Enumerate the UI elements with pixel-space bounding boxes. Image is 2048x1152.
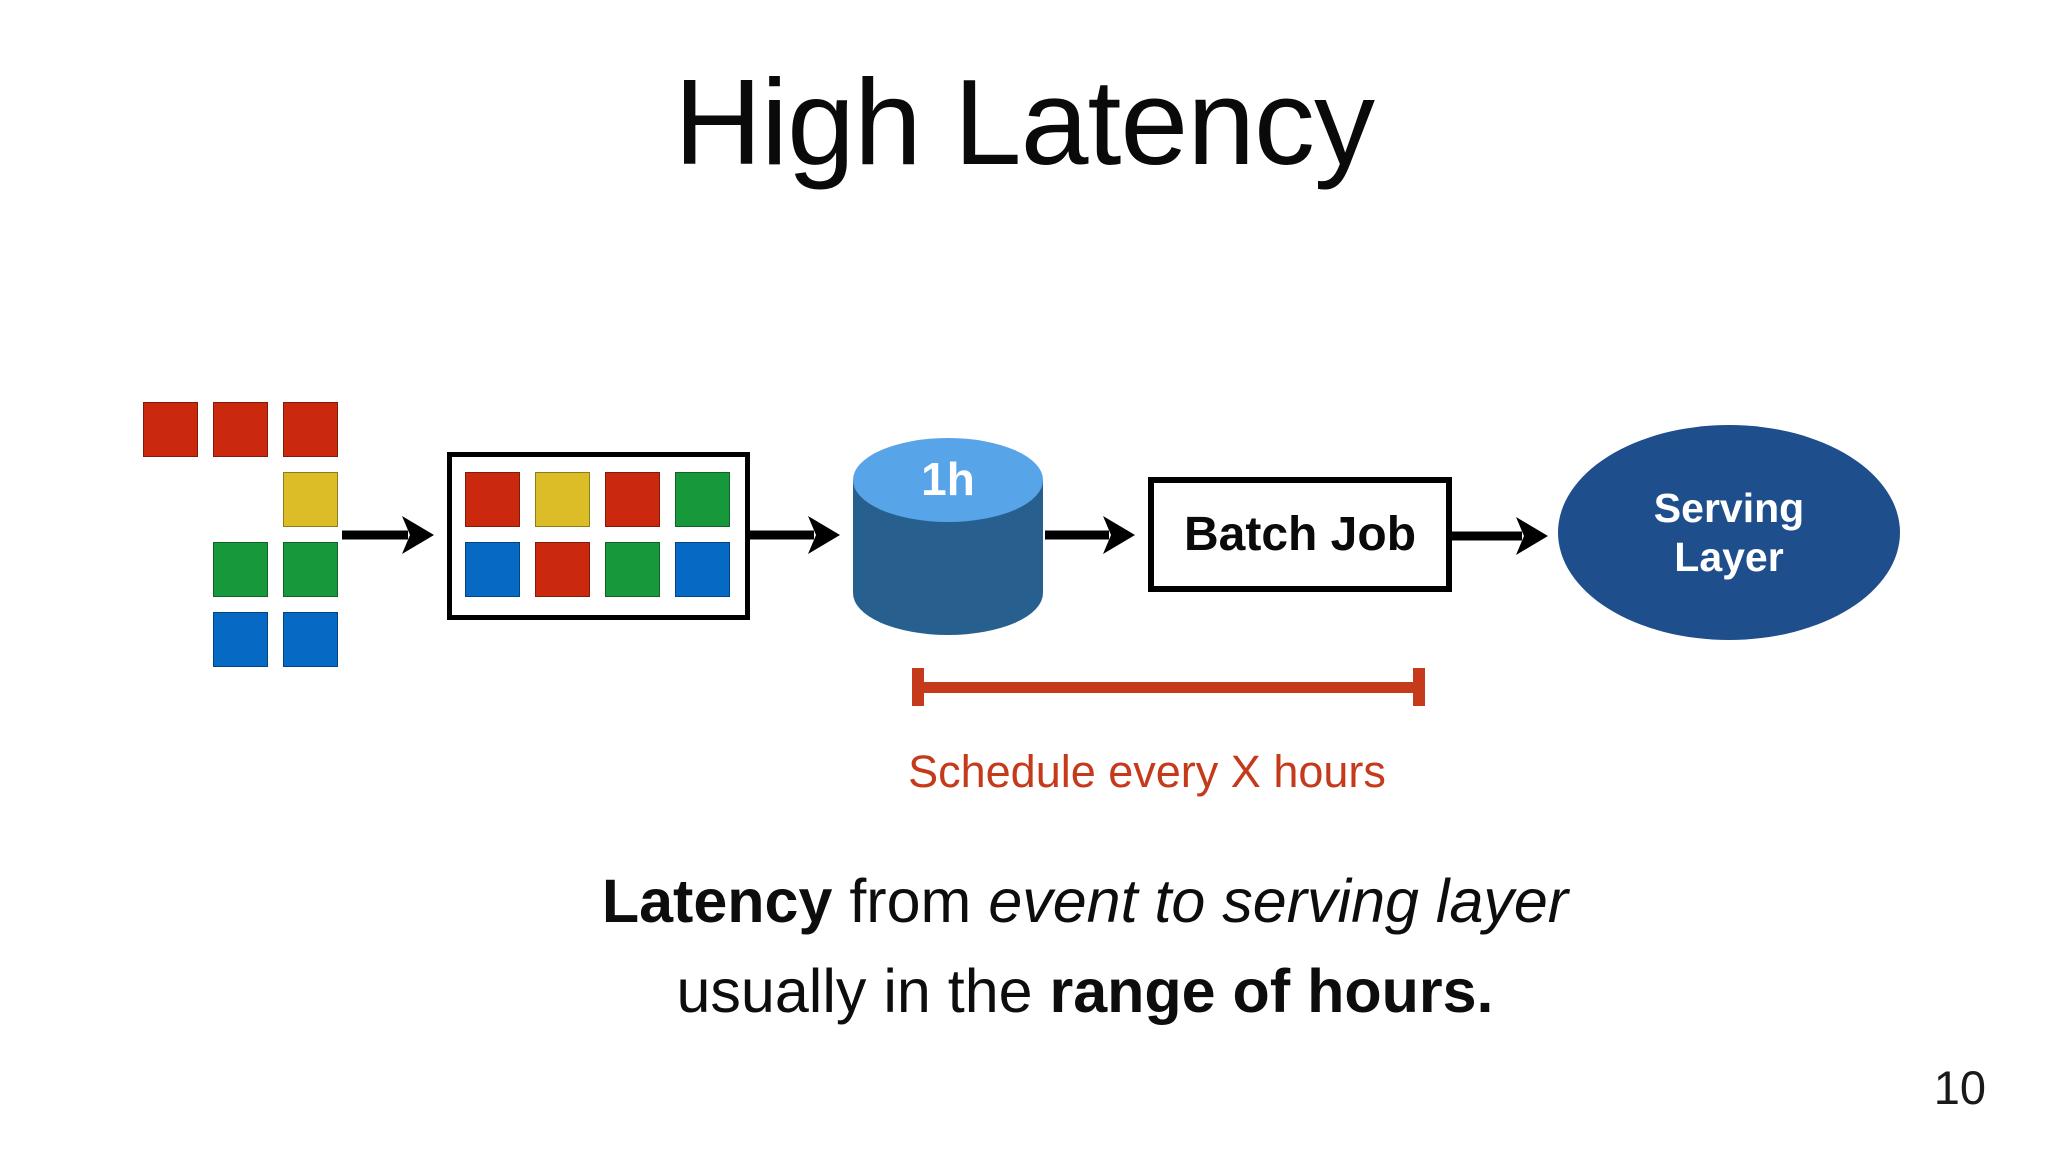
caption-segment-normal: from [832, 867, 989, 935]
event-grid [143, 402, 408, 667]
range-right-cap [1413, 668, 1425, 706]
arrow-right-icon [1452, 517, 1548, 555]
batch-job-box: Batch Job [1148, 477, 1452, 592]
slide-title: High Latency [673, 54, 1375, 190]
serving-layer-label-line2: Layer [1674, 533, 1784, 580]
blue-square [465, 542, 520, 597]
red-square [465, 472, 520, 527]
schedule-label: Schedule every X hours [908, 746, 1386, 797]
caption-segment-bold: Latency [601, 867, 833, 935]
range-bar [912, 682, 1425, 693]
batch-squares [465, 472, 748, 605]
page-number: 10 [1933, 1061, 1986, 1114]
yellow-square [535, 472, 590, 527]
blue-square [213, 612, 268, 667]
caption-line-1: Latency from event to serving layer [122, 856, 2048, 946]
batch-job-label: Batch Job [1183, 508, 1417, 561]
blue-square [675, 542, 730, 597]
database-cylinder: 1h [853, 438, 1043, 635]
caption-segment-italic: event to serving layer [988, 867, 1569, 935]
arrow-right-icon [1045, 516, 1135, 554]
schedule-range-line [912, 668, 1425, 706]
blue-square [283, 612, 338, 667]
red-square [143, 402, 198, 457]
caption-segment-bold: range of hours. [1049, 957, 1494, 1026]
caption-line-2: usually in the range of hours. [122, 946, 2048, 1036]
serving-layer-label-line1: Serving [1653, 485, 1805, 532]
red-square [283, 402, 338, 457]
red-square [535, 542, 590, 597]
yellow-square [283, 472, 338, 527]
arrow-right-icon [750, 516, 840, 554]
red-square [213, 402, 268, 457]
green-square [283, 542, 338, 597]
caption-segment-normal: usually in the [676, 957, 1050, 1026]
batch-input-box [447, 452, 750, 620]
arrow-right-icon [342, 516, 434, 554]
green-square [675, 472, 730, 527]
green-square [605, 542, 660, 597]
red-square [605, 472, 660, 527]
caption: Latency from event to serving layer usua… [122, 856, 2048, 1037]
serving-layer-ellipse: Serving Layer [1558, 425, 1900, 640]
cylinder-label: 1h [921, 453, 975, 505]
green-square [213, 542, 268, 597]
